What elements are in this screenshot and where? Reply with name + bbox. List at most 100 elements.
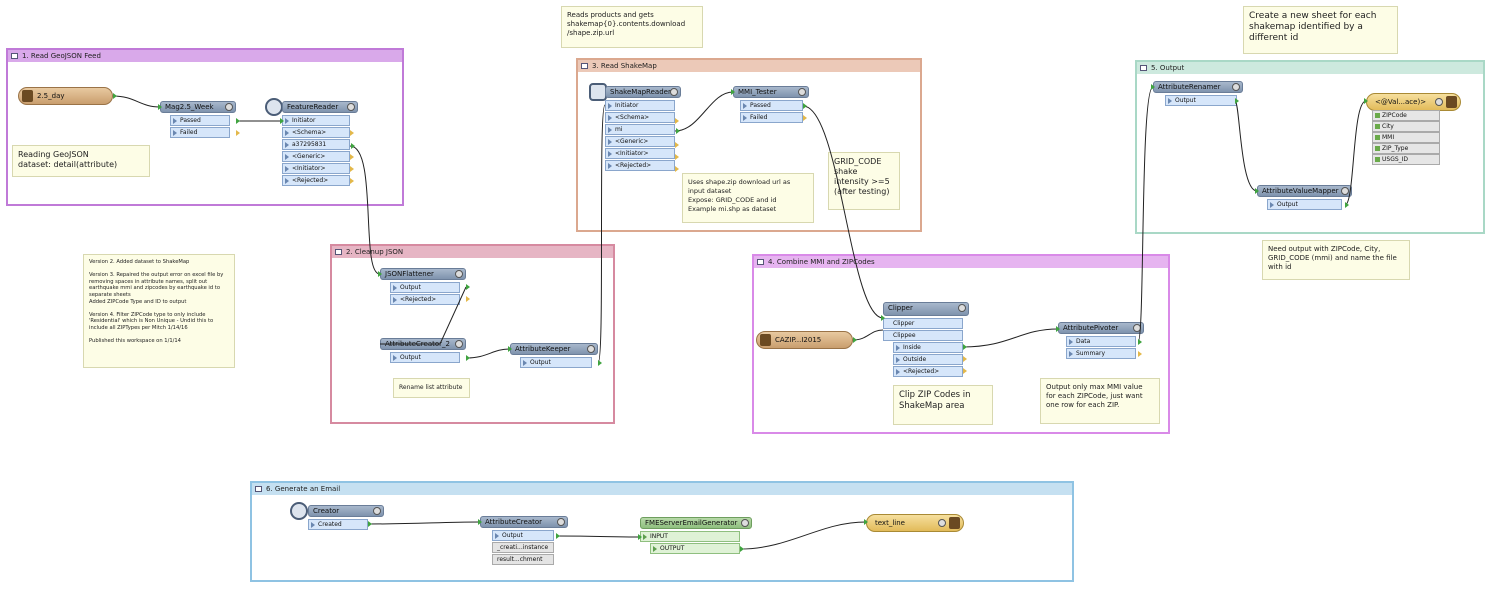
link-day-mag [112, 95, 161, 108]
transformer-label: JSONFlattener [385, 270, 434, 278]
gear-icon[interactable] [958, 304, 966, 312]
port-output[interactable]: Output [390, 282, 460, 293]
transformer-header[interactable]: JSONFlattener [380, 268, 466, 280]
transformer-header[interactable]: FeatureReader [282, 101, 358, 113]
port-rejected[interactable]: <Rejected> [390, 294, 460, 305]
port-failed[interactable]: Failed [740, 112, 803, 123]
bookmark-title: 6. Generate an Email [266, 485, 341, 493]
port-arrow-icon [1270, 202, 1274, 208]
bookmark-combine-mmi-zip[interactable]: 4. Combine MMI and ZIPCodes [752, 254, 1170, 434]
port-output[interactable]: Output [492, 530, 554, 541]
gear-icon[interactable] [587, 345, 595, 353]
port-initiator-out[interactable]: <Initiator> [282, 163, 350, 174]
port-output[interactable]: Output [520, 357, 592, 368]
gear-icon[interactable] [455, 340, 463, 348]
port-passed[interactable]: Passed [740, 100, 803, 111]
port-output[interactable]: OUTPUT [650, 543, 740, 554]
gear-icon[interactable] [1341, 187, 1349, 195]
port-failed[interactable]: Failed [170, 127, 230, 138]
note-version-history[interactable]: Version 2. Added dataset to ShakeMap Ver… [83, 254, 235, 368]
port-arrow-icon [896, 369, 900, 375]
gear-icon[interactable] [557, 518, 565, 526]
port-arrow-icon [523, 360, 527, 366]
note-shapezip-input[interactable]: Uses shape.zip download url as input dat… [682, 173, 814, 223]
reader-2-5-day[interactable]: 2.5_day [18, 87, 113, 105]
port-a37295831[interactable]: a37295831 [282, 139, 350, 150]
unconnected-port-4 [350, 166, 354, 172]
port-output[interactable]: Output [390, 352, 460, 363]
transformer-label: AttributePivoter [1063, 324, 1119, 332]
reader-cazip[interactable]: CAZIP...I2015 [756, 331, 853, 349]
transformer-header[interactable]: AttributeKeeper [510, 343, 598, 355]
bookmark-read-geojson[interactable]: 1. Read GeoJSON Feed [6, 48, 404, 206]
note-new-sheet[interactable]: Create a new sheet for each shakemap ide… [1243, 6, 1398, 54]
transformer-header[interactable]: ShakeMapReader [605, 86, 681, 98]
transformer-header[interactable]: AttributeRenamer [1153, 81, 1243, 93]
gear-icon[interactable] [225, 103, 233, 111]
bookmark-generate-email[interactable]: 6. Generate an Email [250, 481, 1074, 582]
transformer-header[interactable]: Clipper [883, 302, 969, 316]
port-output[interactable]: Output [1267, 199, 1342, 210]
note-need-output[interactable]: Need output with ZIPCode, City, GRID_COD… [1262, 240, 1410, 280]
port-clipper[interactable]: Clipper [883, 318, 963, 329]
note-max-mmi[interactable]: Output only max MMI value for each ZIPCo… [1040, 378, 1160, 424]
port-generic[interactable]: <Generic> [282, 151, 350, 162]
port-initiator-out[interactable]: <Initiator> [605, 148, 675, 159]
port-label: <Generic> [292, 153, 326, 160]
arrow-13 [864, 519, 868, 525]
writer-text-line[interactable]: text_line [866, 514, 964, 532]
note-gridcode-intensity[interactable]: GRID_CODE shake intensity >=5 (after tes… [828, 152, 900, 210]
transformer-header[interactable]: AttributeCreator [480, 516, 568, 528]
note-clip-zip[interactable]: Clip ZIP Codes in ShakeMap area [893, 385, 993, 425]
port-initiator[interactable]: Initiator [605, 100, 675, 111]
gear-icon[interactable] [1435, 98, 1443, 106]
gear-icon[interactable] [938, 519, 946, 527]
port-summary[interactable]: Summary [1066, 348, 1136, 359]
gear-icon[interactable] [347, 103, 355, 111]
port-mi[interactable]: mi [605, 124, 675, 135]
transformer-label: Mag2.5_Week [165, 103, 214, 111]
port-clippee[interactable]: Clippee [883, 330, 963, 341]
port-rejected[interactable]: <Rejected> [282, 175, 350, 186]
unconnected-port-13 [963, 368, 967, 374]
unconnected-port-11 [803, 115, 807, 121]
gear-icon[interactable] [1232, 83, 1240, 91]
port-label: Clipper [893, 320, 915, 327]
bookmark-cleanup-json[interactable]: 2. Cleanup JSON [330, 244, 615, 424]
transformer-header[interactable]: Creator [308, 505, 384, 517]
arrow-out-13 [1345, 202, 1349, 208]
gear-icon[interactable] [741, 519, 749, 527]
gear-icon[interactable] [455, 270, 463, 278]
writer-attr-zipcode: ZIPCode [1372, 110, 1440, 121]
gear-icon[interactable] [670, 88, 678, 96]
bookmark-read-shakemap[interactable]: 3. Read ShakeMap [576, 58, 922, 232]
writer-label: text_line [875, 519, 905, 527]
port-generic[interactable]: <Generic> [605, 136, 675, 147]
arrow-out-10 [963, 344, 967, 350]
port-created[interactable]: Created [308, 519, 368, 530]
port-arrow-icon [643, 534, 647, 540]
note-shakemap-url[interactable]: Reads products and gets shakemap{0}.cont… [561, 6, 703, 48]
transformer-header[interactable]: AttributeValueMapper [1257, 185, 1352, 197]
gear-icon[interactable] [373, 507, 381, 515]
transformer-label: AttributeCreator [485, 518, 543, 526]
arrow-out-7 [676, 128, 680, 134]
transformer-label: ShakeMapReader [610, 88, 671, 96]
transformer-header[interactable]: FMEServerEmailGenerator [640, 517, 752, 529]
note-rename-list[interactable]: Rename list attribute [393, 378, 470, 398]
port-inside[interactable]: Inside [893, 342, 963, 353]
port-passed[interactable]: Passed [170, 115, 230, 126]
note-reading-geojson[interactable]: Reading GeoJSON dataset: detail(attribut… [12, 145, 150, 177]
gear-icon[interactable] [798, 88, 806, 96]
port-schema[interactable]: <Schema> [605, 112, 675, 123]
port-data[interactable]: Data [1066, 336, 1136, 347]
port-outside[interactable]: Outside [893, 354, 963, 365]
transformer-header[interactable]: MMI_Tester [733, 86, 809, 98]
bookmark-output[interactable]: 5. Output [1135, 60, 1485, 234]
port-schema[interactable]: <Schema> [282, 127, 350, 138]
arrow-1 [158, 104, 162, 110]
port-rejected[interactable]: <Rejected> [893, 366, 963, 377]
writer-attr-mmi: MMI [1372, 132, 1440, 143]
port-rejected[interactable]: <Rejected> [605, 160, 675, 171]
transformer-header[interactable]: AttributePivoter [1058, 322, 1144, 334]
